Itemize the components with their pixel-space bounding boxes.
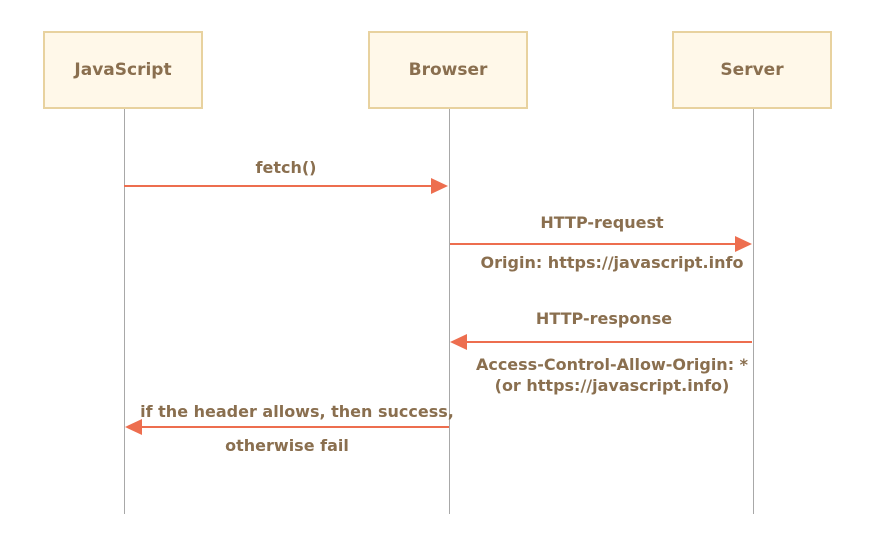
- lifeline-browser: [449, 109, 450, 514]
- actor-browser: Browser: [368, 31, 528, 109]
- fetch-label: fetch(): [255, 158, 317, 177]
- origin-header-label: Origin: https://javascript.info: [480, 253, 744, 272]
- arrow-http-response: [450, 334, 752, 350]
- http-request-label: HTTP-request: [540, 213, 664, 232]
- result-label-line1: if the header allows, then success,: [140, 402, 454, 421]
- actor-browser-label: Browser: [408, 60, 488, 80]
- http-response-label: HTTP-response: [535, 309, 673, 328]
- lifeline-javascript: [124, 109, 125, 514]
- actor-server-label: Server: [720, 60, 784, 80]
- arrow-result: [125, 419, 449, 435]
- actor-javascript-label: JavaScript: [74, 60, 172, 80]
- actor-server: Server: [672, 31, 832, 109]
- result-label-line2: otherwise fail: [225, 436, 349, 455]
- lifeline-server: [753, 109, 754, 514]
- arrow-fetch: [124, 178, 448, 194]
- actor-javascript: JavaScript: [43, 31, 203, 109]
- acao-header-label: Access-Control-Allow-Origin: *: [475, 355, 749, 374]
- acao-alt-label: (or https://javascript.info): [494, 376, 730, 395]
- arrow-http-request: [450, 236, 752, 252]
